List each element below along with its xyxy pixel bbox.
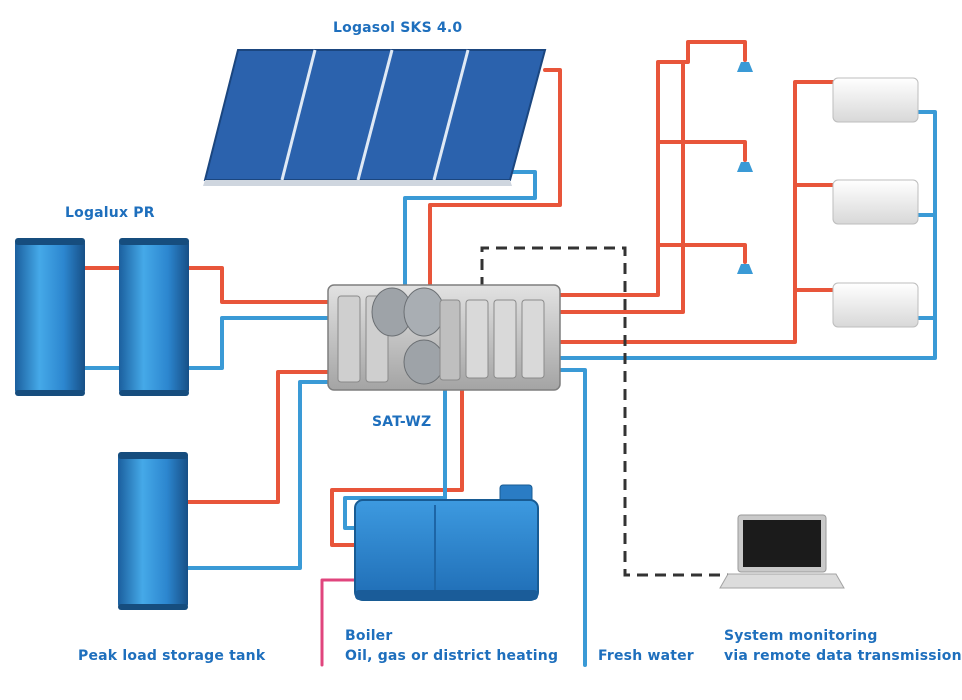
pipe-peak-return [183, 380, 332, 570]
remote-transmission-label: via remote data transmission [724, 648, 962, 664]
controller-label: SAT-WZ [372, 414, 432, 430]
fresh-water-label: Fresh water [598, 648, 694, 664]
controller-station-icon [327, 284, 561, 391]
boiler-icon [354, 484, 539, 601]
laptop-icon [719, 514, 845, 589]
pipe-peak-supply [183, 370, 332, 504]
pipe-gas-feed [320, 578, 360, 667]
boiler-label: Boiler [345, 628, 393, 644]
peak-load-tank-icon [118, 452, 188, 610]
pipe-hot-water-return [558, 60, 685, 314]
pipe-tank-return [183, 316, 332, 370]
pipe-shower-branch-2 [656, 140, 747, 162]
pipe-hot-water-showers [558, 40, 747, 297]
solar-tanks-label: Logalux PR [65, 205, 155, 221]
solar-panel-icon [203, 49, 547, 186]
pipe-collector-return [403, 170, 537, 292]
data-link-line [480, 246, 728, 577]
boiler-fuel-label: Oil, gas or district heating [345, 648, 559, 664]
radiator-icon [832, 77, 919, 328]
shower-head-icon [737, 62, 753, 274]
pipe-heating-return [553, 110, 937, 360]
monitoring-label: System monitoring [724, 628, 878, 644]
storage-tank-icon [15, 238, 189, 396]
pipe-collector-supply [428, 68, 562, 292]
pipe-shower-branch-3 [656, 243, 747, 264]
pipe-fresh-water [550, 368, 587, 667]
peak-tank-label: Peak load storage tank [78, 648, 266, 664]
pipe-heating-supply [553, 80, 837, 344]
pipe-tank-supply [183, 266, 332, 304]
collector-label: Logasol SKS 4.0 [333, 20, 463, 36]
